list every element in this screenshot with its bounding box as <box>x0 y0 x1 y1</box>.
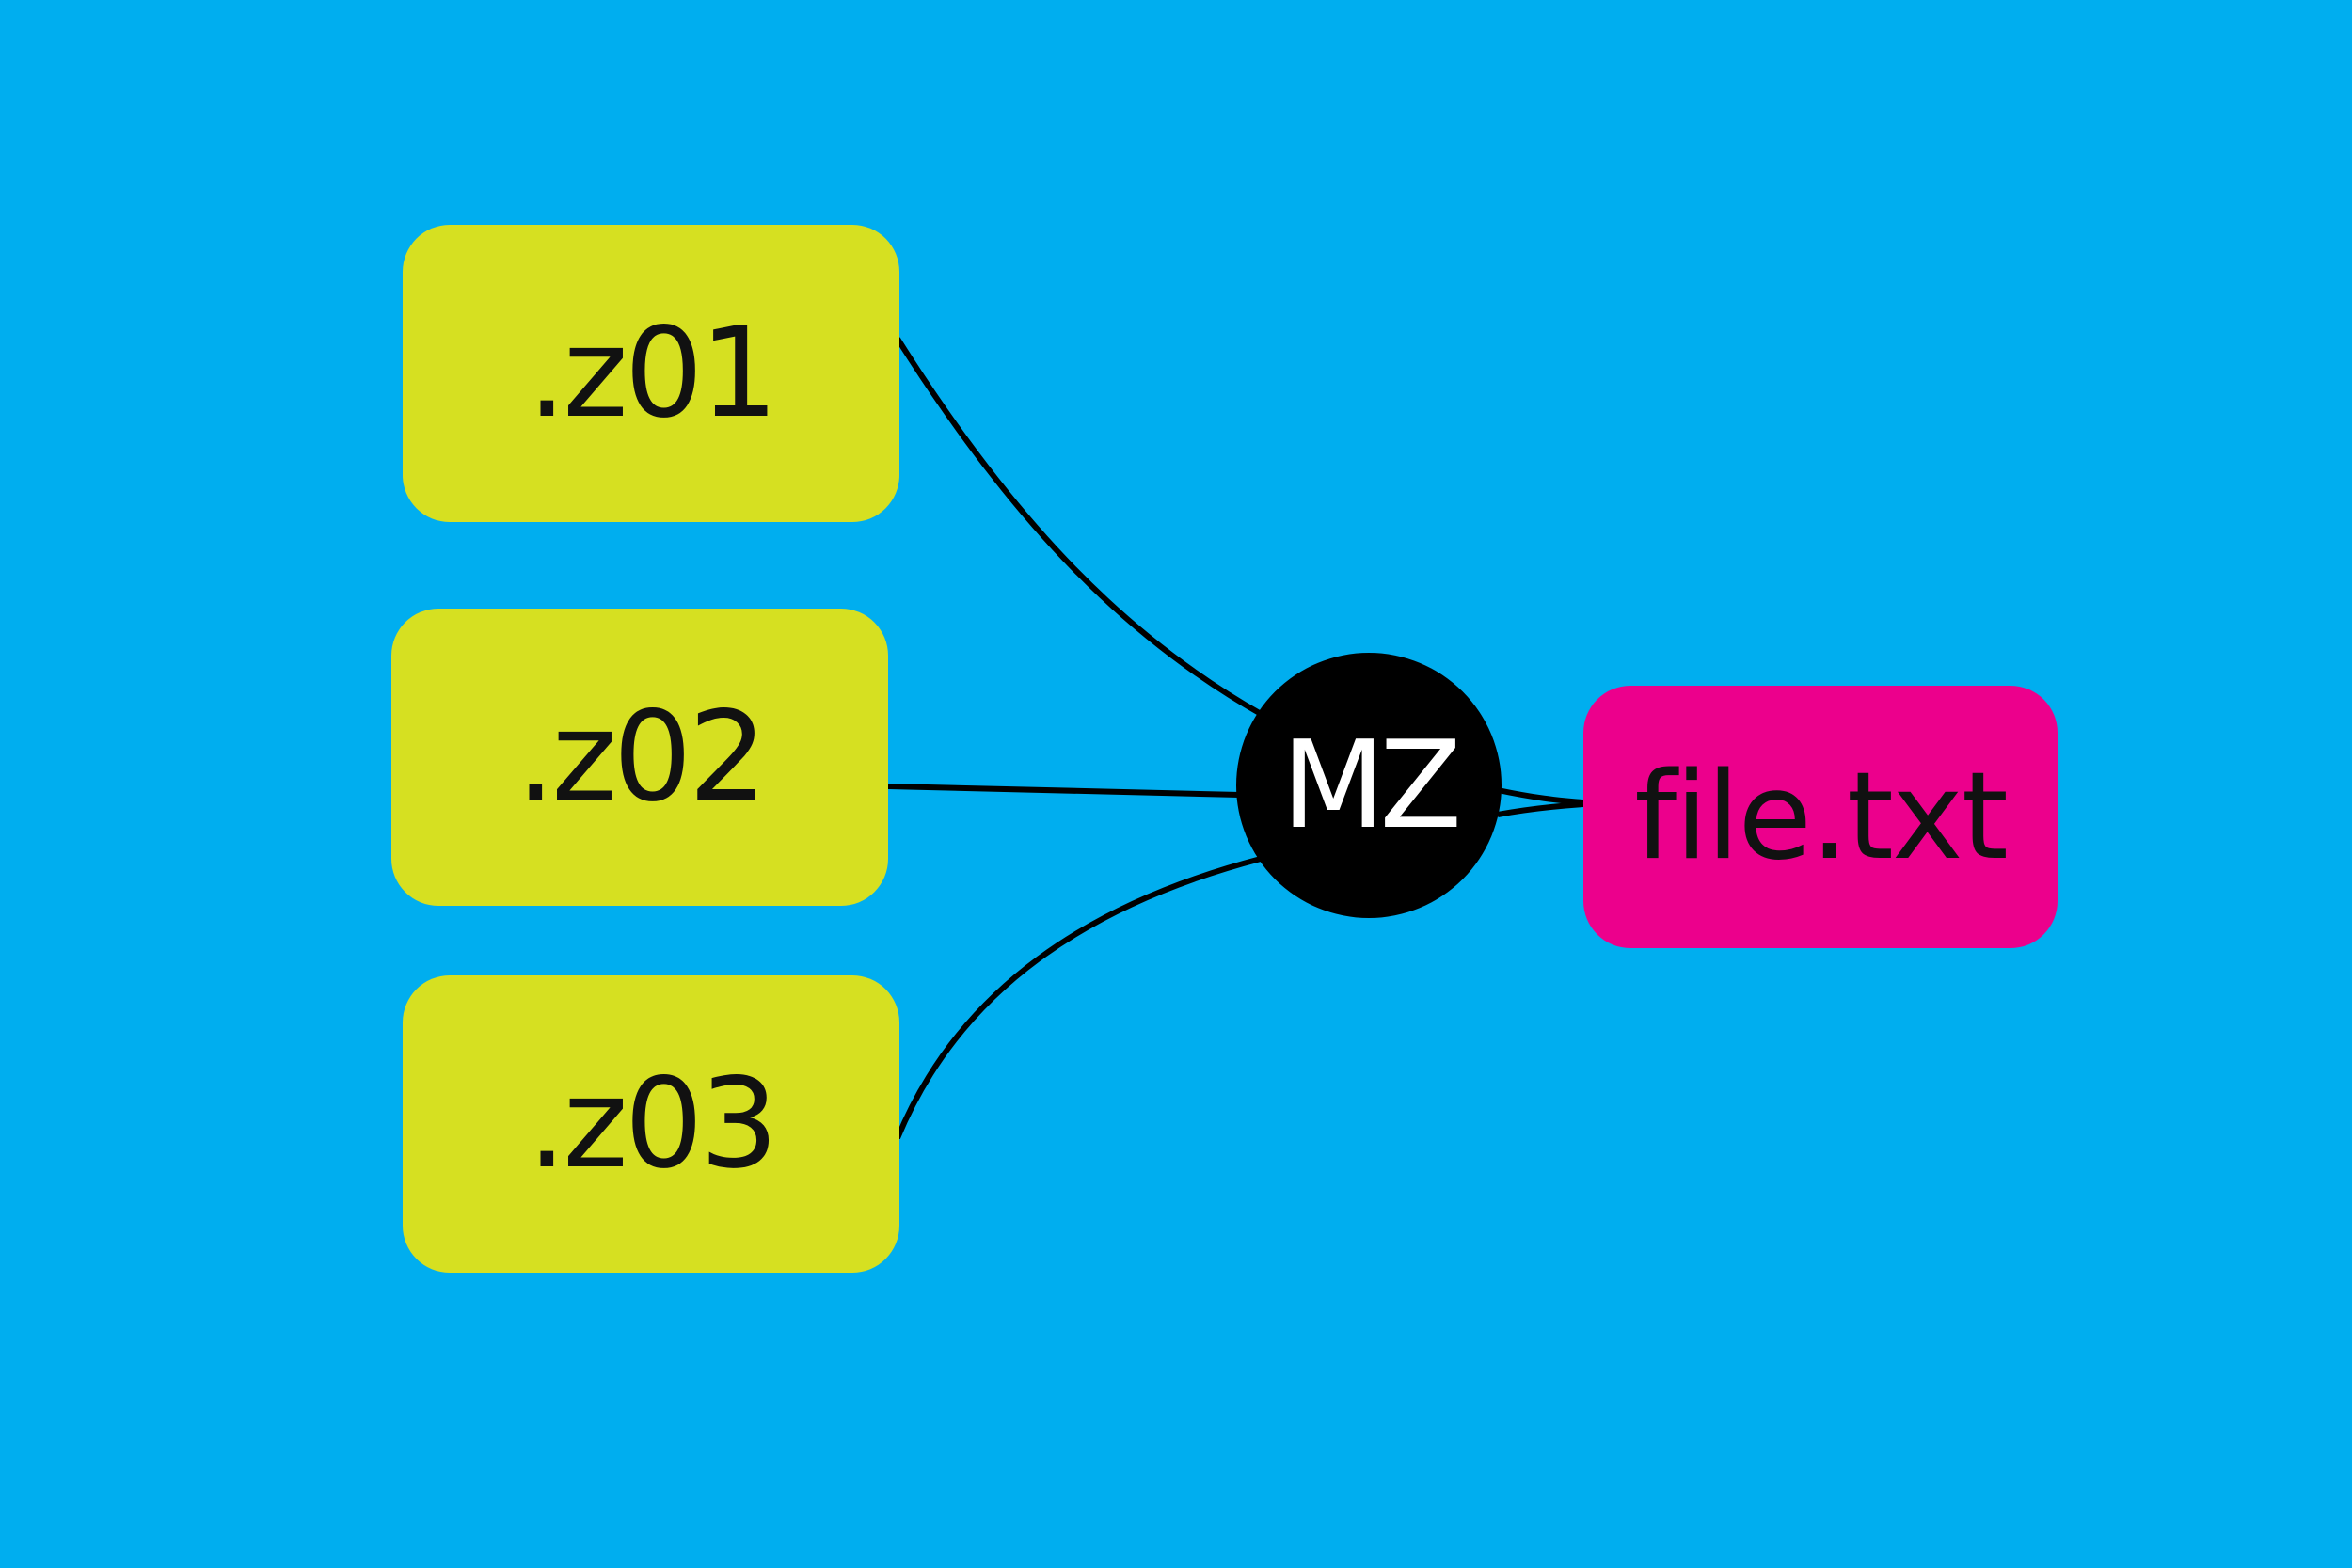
hub-label: MZ <box>1280 715 1462 856</box>
part-box-z03: .z03 <box>403 975 899 1273</box>
part-box-z02: .z02 <box>391 609 888 906</box>
output-file-box: file.txt <box>1583 686 2058 948</box>
part-label-z02: .z02 <box>516 685 767 830</box>
part-label-z01: .z01 <box>527 301 778 446</box>
connector-z02-to-hub <box>887 784 1241 798</box>
merge-hub: MZ <box>1236 653 1502 918</box>
output-file-label: file.txt <box>1634 747 2009 887</box>
connector-hub-to-output <box>1497 787 1584 817</box>
part-box-z01: .z01 <box>403 225 899 522</box>
connector-z01-to-hub <box>895 337 1264 718</box>
connector-z03-to-hub <box>895 856 1262 1140</box>
part-label-z03: .z03 <box>527 1052 778 1196</box>
